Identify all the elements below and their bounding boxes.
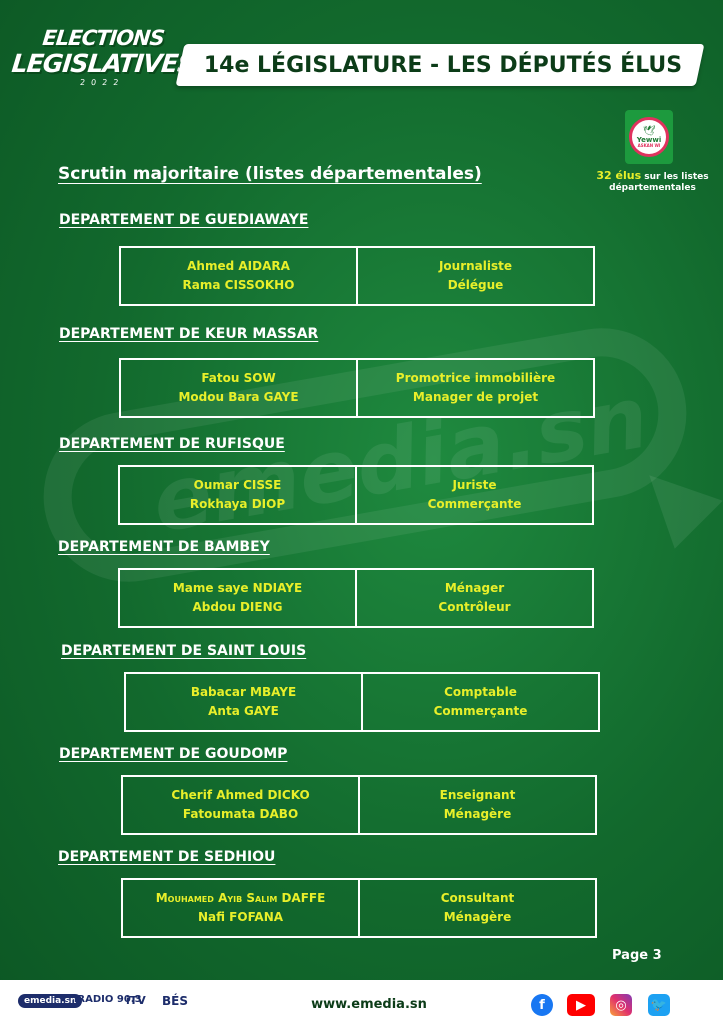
deputy-name: Anta GAYE bbox=[208, 704, 279, 718]
department-title: DEPARTEMENT DE GOUDOMP bbox=[59, 746, 288, 762]
department-title: DEPARTEMENT DE RUFISQUE bbox=[59, 436, 285, 452]
section-title: Scrutin majoritaire (listes départementa… bbox=[58, 164, 482, 184]
deputy-name: Abdou DIENG bbox=[192, 600, 283, 614]
elections-logo: ELECTIONS LEGISLATIVES 2022 bbox=[8, 26, 196, 98]
deputy-name: Fatou SOW bbox=[201, 371, 276, 385]
deputies-professions-cell: Journaliste Délégue bbox=[358, 248, 593, 304]
deputies-professions-cell: Enseignant Ménagère bbox=[360, 777, 595, 833]
youtube-icon[interactable]: ▶ bbox=[567, 994, 595, 1016]
deputies-table: Mouhamed Ayib Salim DAFFE Nafi FOFANA Co… bbox=[121, 878, 597, 938]
deputies-names-cell: Oumar CISSE Rokhaya DIOP bbox=[120, 467, 357, 523]
deputy-name: Mouhamed Ayib Salim DAFFE bbox=[155, 891, 326, 905]
deputy-profession: Enseignant bbox=[439, 788, 516, 802]
logo-year: 2022 bbox=[79, 78, 125, 87]
facebook-icon[interactable]: f bbox=[531, 994, 553, 1016]
deputy-name: Cherif Ahmed DICKO bbox=[171, 788, 310, 802]
logo-line1: ELECTIONS bbox=[41, 26, 166, 50]
deputies-names-cell: Babacar MBAYE Anta GAYE bbox=[126, 674, 363, 730]
page-title: 14e LÉGISLATURE - LES DÉPUTÉS ÉLUS bbox=[203, 53, 683, 78]
deputy-profession: Promotrice immobilière bbox=[395, 371, 556, 385]
deputies-names-cell: Fatou SOW Modou Bara GAYE bbox=[121, 360, 358, 416]
elus-count: 32 élus bbox=[596, 169, 642, 182]
deputy-name: Mame saye NDIAYE bbox=[172, 581, 303, 595]
page-number: Page 3 bbox=[612, 948, 662, 963]
instagram-icon[interactable]: ◎ bbox=[610, 994, 632, 1016]
deputy-name: Modou Bara GAYE bbox=[178, 390, 299, 404]
department-title: DEPARTEMENT DE KEUR MASSAR bbox=[59, 326, 319, 342]
party-circle: 🕊 Yewwi ASKAN WI bbox=[629, 117, 669, 157]
party-subtitle: ASKAN WI bbox=[637, 142, 661, 148]
department-title: DEPARTEMENT DE SEDHIOU bbox=[58, 849, 276, 865]
iradio-logo[interactable]: iRADIO 90.3 bbox=[74, 994, 142, 1005]
deputies-professions-cell: Comptable Commerçante bbox=[363, 674, 598, 730]
deputies-professions-cell: Consultant Ménagère bbox=[360, 880, 595, 936]
deputy-profession: Délégue bbox=[447, 278, 504, 292]
deputies-table: Cherif Ahmed DICKO Fatoumata DABO Enseig… bbox=[121, 775, 597, 835]
department-title: DEPARTEMENT DE BAMBEY bbox=[58, 539, 270, 555]
itv-logo[interactable]: iTV bbox=[126, 994, 146, 1007]
logo-line2: LEGISLATIVES bbox=[10, 49, 196, 78]
deputies-professions-cell: Promotrice immobilière Manager de projet bbox=[358, 360, 593, 416]
party-name: Yewwi bbox=[636, 135, 662, 144]
deputies-professions-cell: Juriste Commerçante bbox=[357, 467, 592, 523]
website-link[interactable]: www.emedia.sn bbox=[311, 997, 427, 1012]
bes-logo[interactable]: BÉS bbox=[162, 994, 188, 1008]
deputy-profession: Ménagère bbox=[443, 807, 512, 821]
deputy-profession: Commerçante bbox=[427, 497, 522, 511]
deputies-names-cell: Cherif Ahmed DICKO Fatoumata DABO bbox=[123, 777, 360, 833]
deputies-table: Babacar MBAYE Anta GAYE Comptable Commer… bbox=[124, 672, 600, 732]
deputy-profession: Commerçante bbox=[433, 704, 528, 718]
deputies-names-cell: Mame saye NDIAYE Abdou DIENG bbox=[120, 570, 357, 626]
deputies-table: Ahmed AIDARA Rama CISSOKHO Journaliste D… bbox=[119, 246, 595, 306]
deputy-name: Babacar MBAYE bbox=[190, 685, 297, 699]
deputy-profession: Ménager bbox=[444, 581, 505, 595]
deputy-name: Fatoumata DABO bbox=[182, 807, 299, 821]
deputies-table: Mame saye NDIAYE Abdou DIENG Ménager Con… bbox=[118, 568, 594, 628]
deputies-table: Oumar CISSE Rokhaya DIOP Juriste Commerç… bbox=[118, 465, 594, 525]
elus-summary: 32 élus sur les listes départementales bbox=[590, 170, 715, 194]
party-logo: 🕊 Yewwi ASKAN WI bbox=[625, 110, 673, 164]
deputy-profession: Contrôleur bbox=[438, 600, 511, 614]
deputy-profession: Journaliste bbox=[438, 259, 513, 273]
twitter-icon[interactable]: 🐦 bbox=[648, 994, 670, 1016]
deputy-profession: Manager de projet bbox=[412, 390, 539, 404]
deputy-name: Ahmed AIDARA bbox=[187, 259, 290, 273]
deputy-profession: Comptable bbox=[444, 685, 517, 699]
deputies-professions-cell: Ménager Contrôleur bbox=[357, 570, 592, 626]
deputy-name: Rokhaya DIOP bbox=[189, 497, 286, 511]
department-title: DEPARTEMENT DE SAINT LOUIS bbox=[61, 643, 307, 659]
deputies-names-cell: Mouhamed Ayib Salim DAFFE Nafi FOFANA bbox=[123, 880, 360, 936]
footer bbox=[0, 980, 723, 1024]
deputies-names-cell: Ahmed AIDARA Rama CISSOKHO bbox=[121, 248, 358, 304]
deputy-name: Rama CISSOKHO bbox=[182, 278, 295, 292]
deputy-profession: Consultant bbox=[440, 891, 515, 905]
bird-icon: 🕊 bbox=[642, 125, 656, 137]
department-title: DEPARTEMENT DE GUEDIAWAYE bbox=[59, 212, 309, 228]
elus-text: sur les listes départementales bbox=[609, 172, 709, 193]
deputies-table: Fatou SOW Modou Bara GAYE Promotrice imm… bbox=[119, 358, 595, 418]
deputy-name: Nafi FOFANA bbox=[197, 910, 284, 924]
emedia-logo[interactable]: emedia.sn bbox=[18, 994, 83, 1008]
deputy-profession: Ménagère bbox=[443, 910, 512, 924]
deputy-name: Oumar CISSE bbox=[193, 478, 282, 492]
deputy-profession: Juriste bbox=[452, 478, 497, 492]
